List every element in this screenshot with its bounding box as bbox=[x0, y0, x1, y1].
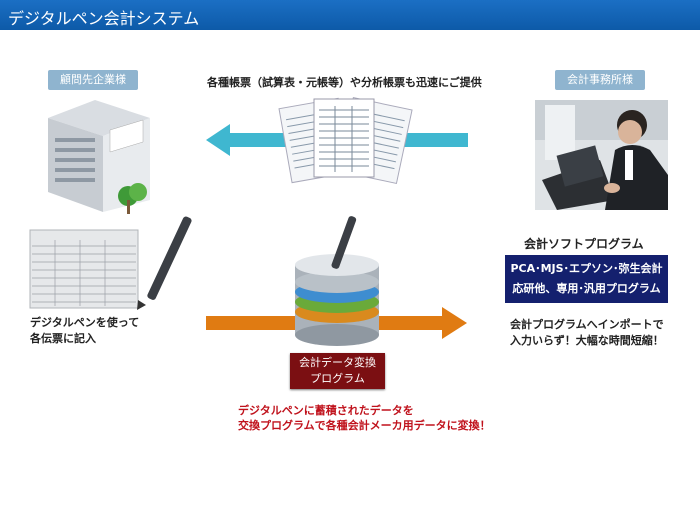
software-line1: PCA･MJS･エプソン･弥生会計 bbox=[510, 262, 663, 275]
software-title: 会計ソフトプログラム bbox=[524, 237, 644, 251]
software-list-box: PCA･MJS･エプソン･弥生会計 応研他、専用･汎用プログラム bbox=[505, 255, 668, 303]
businessman-at-laptop-photo bbox=[535, 100, 668, 210]
database-cylinder-icon bbox=[295, 216, 379, 346]
right-caption-line1: 会計プログラムへインポートで bbox=[510, 318, 664, 331]
title-bar: デジタルペン会計システム bbox=[0, 0, 700, 30]
left-caption-line2: 各伝票に記入 bbox=[30, 332, 96, 345]
conversion-box-line2: プログラム bbox=[310, 372, 365, 385]
conversion-program-box: 会計データ変換 プログラム bbox=[290, 353, 385, 389]
right-caption-line2: 入力いらず！大幅な時間短縮！ bbox=[510, 334, 664, 347]
accounting-office-tag: 会計事務所様 bbox=[555, 70, 645, 90]
handwritten-form-icon bbox=[29, 216, 192, 310]
reports-caption: 各種帳票（試算表・元帳等）や分析帳票も迅速にご提供 bbox=[207, 76, 482, 89]
page-title: デジタルペン会計システム bbox=[8, 9, 200, 28]
software-line2: 応研他、専用･汎用プログラム bbox=[512, 282, 661, 295]
left-caption-line1: デジタルペンを使って bbox=[30, 316, 140, 329]
client-company-tag: 顧問先企業様 bbox=[48, 70, 138, 90]
conversion-box-line1: 会計データ変換 bbox=[299, 356, 376, 369]
orange-arrow-right bbox=[206, 307, 467, 339]
conversion-note-line2: 交換プログラムで各種会計メーカ用データに変換！ bbox=[238, 419, 491, 432]
document-stack-icon bbox=[278, 96, 413, 184]
office-building-icon bbox=[48, 100, 150, 214]
conversion-note-line1: デジタルペンに蓄積されたデータを bbox=[238, 404, 414, 417]
